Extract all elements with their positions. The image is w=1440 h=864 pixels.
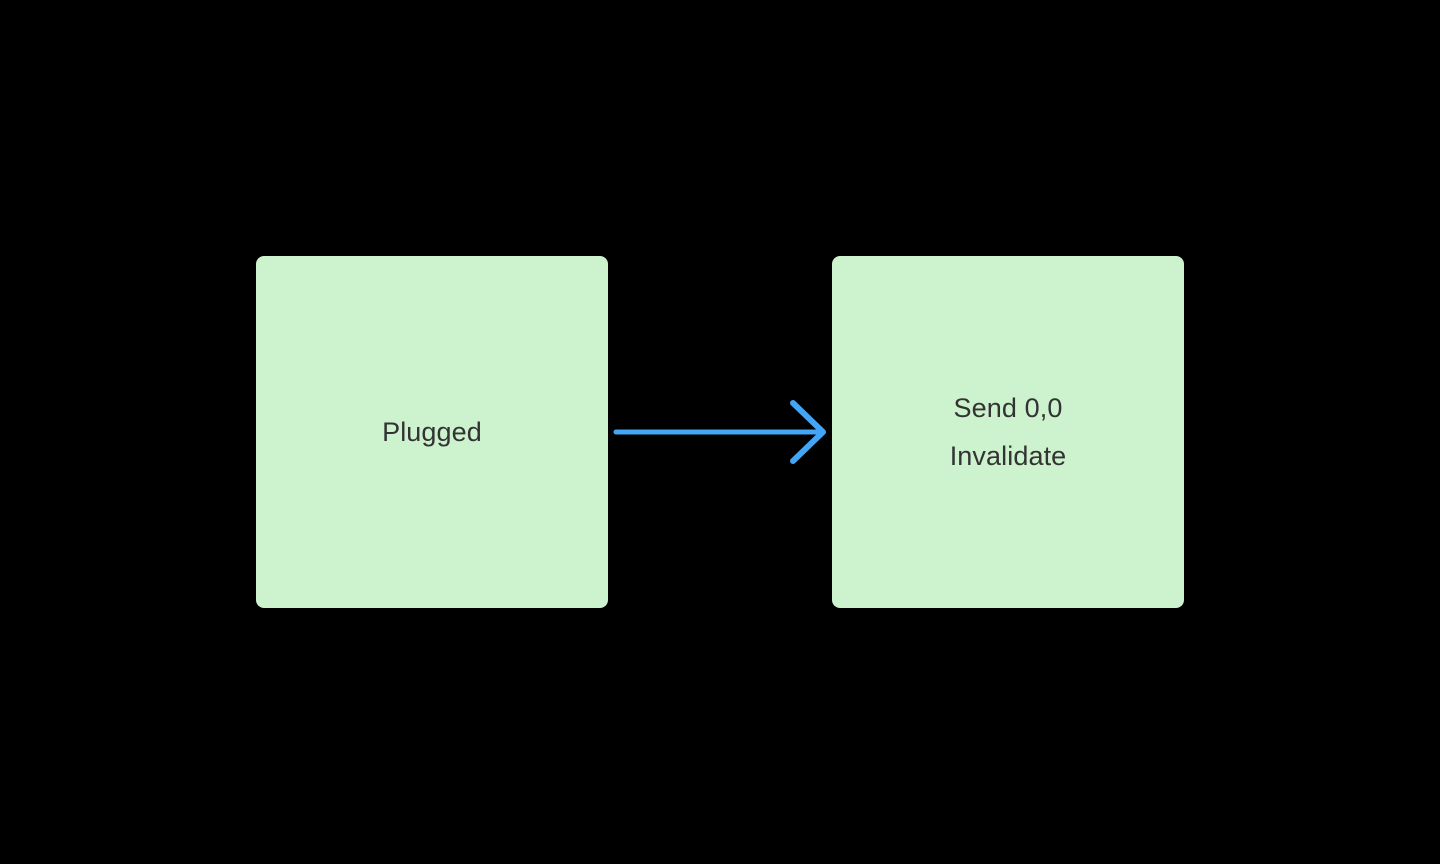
- edge-arrowhead-chevron: [790, 400, 826, 464]
- edge-plugged-to-send-invalidate: [613, 400, 826, 464]
- node-send-invalidate[interactable]: Send 0,0 Invalidate: [832, 256, 1184, 608]
- node-plugged[interactable]: Plugged: [256, 256, 608, 608]
- node-plugged-label: Plugged: [382, 417, 482, 447]
- node-send-invalidate-label: Send 0,0 Invalidate: [949, 393, 1067, 471]
